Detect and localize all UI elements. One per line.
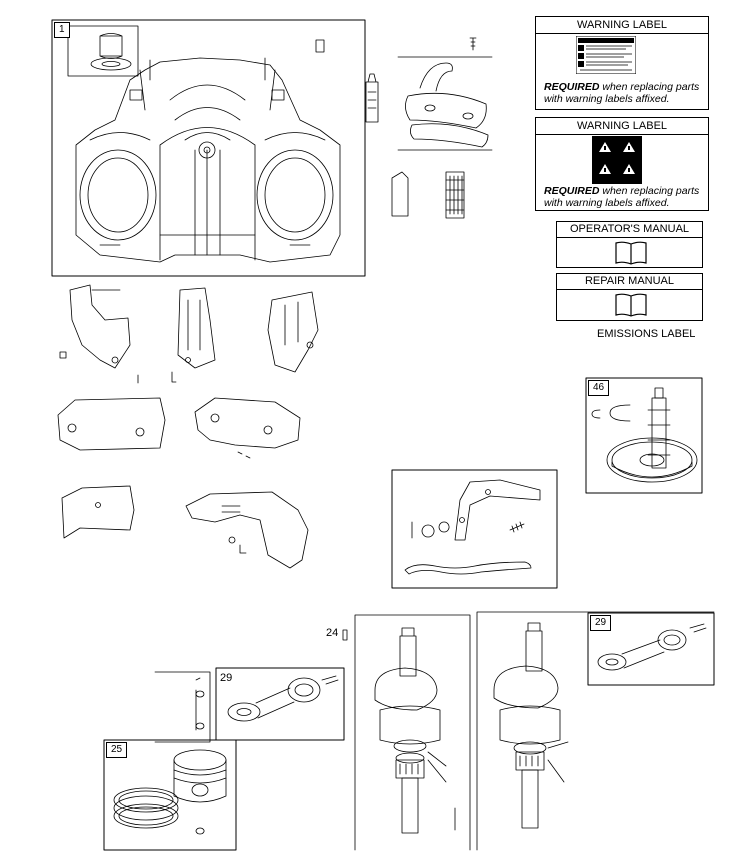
warning-label-box-2: WARNING LABEL REQUIRED when replacing pa… (535, 117, 709, 211)
callout-1: 1 (54, 22, 70, 38)
operators-manual-title: OPERATOR'S MANUAL (557, 222, 702, 238)
warning-pictogram-icon (592, 136, 642, 184)
repair-manual-title: REPAIR MANUAL (557, 274, 702, 290)
repair-manual-box: REPAIR MANUAL (556, 273, 703, 321)
required-rest: when replacing parts (599, 185, 700, 197)
callout-46: 46 (588, 380, 610, 396)
required-bold: REQUIRED (544, 185, 600, 197)
connecting-rod-left-drawing (154, 667, 345, 743)
required-bold: REQUIRED (544, 81, 600, 93)
warning-label-title: WARNING LABEL (536, 118, 708, 135)
operators-manual-box: OPERATOR'S MANUAL (556, 221, 703, 268)
warning-label-title: WARNING LABEL (536, 17, 708, 34)
book-icon (615, 241, 647, 265)
cylinder-block-drawing (51, 19, 366, 277)
warning-label-box-1: WARNING LABEL REQUIRED when replacing pa… (535, 16, 709, 110)
camshaft-drawing (585, 377, 703, 494)
air-baffles-drawing (57, 284, 319, 569)
crankshaft-left-drawing (342, 614, 471, 851)
callout-29-right: 29 (590, 615, 612, 631)
required-line2: with warning labels affixed. (544, 197, 670, 209)
emissions-label: EMISSIONS LABEL (597, 328, 696, 340)
warning-text-label-icon (576, 36, 636, 74)
breather-parts-drawing (365, 37, 493, 151)
piston-drawing (103, 739, 237, 851)
filter-parts-drawing (391, 171, 465, 219)
warning-required-text-2: REQUIRED when replacing parts with warni… (544, 185, 699, 209)
callout-25: 25 (106, 742, 128, 758)
governor-bracket-drawing (391, 469, 558, 589)
warning-required-text-1: REQUIRED when replacing parts with warni… (544, 81, 699, 105)
crankshaft-right-drawing (476, 611, 715, 851)
book-icon (615, 293, 647, 317)
required-rest: when replacing parts (599, 81, 700, 93)
callout-24: 24 (326, 627, 339, 639)
required-line2: with warning labels affixed. (544, 93, 670, 105)
callout-29-left: 29 (220, 672, 233, 684)
